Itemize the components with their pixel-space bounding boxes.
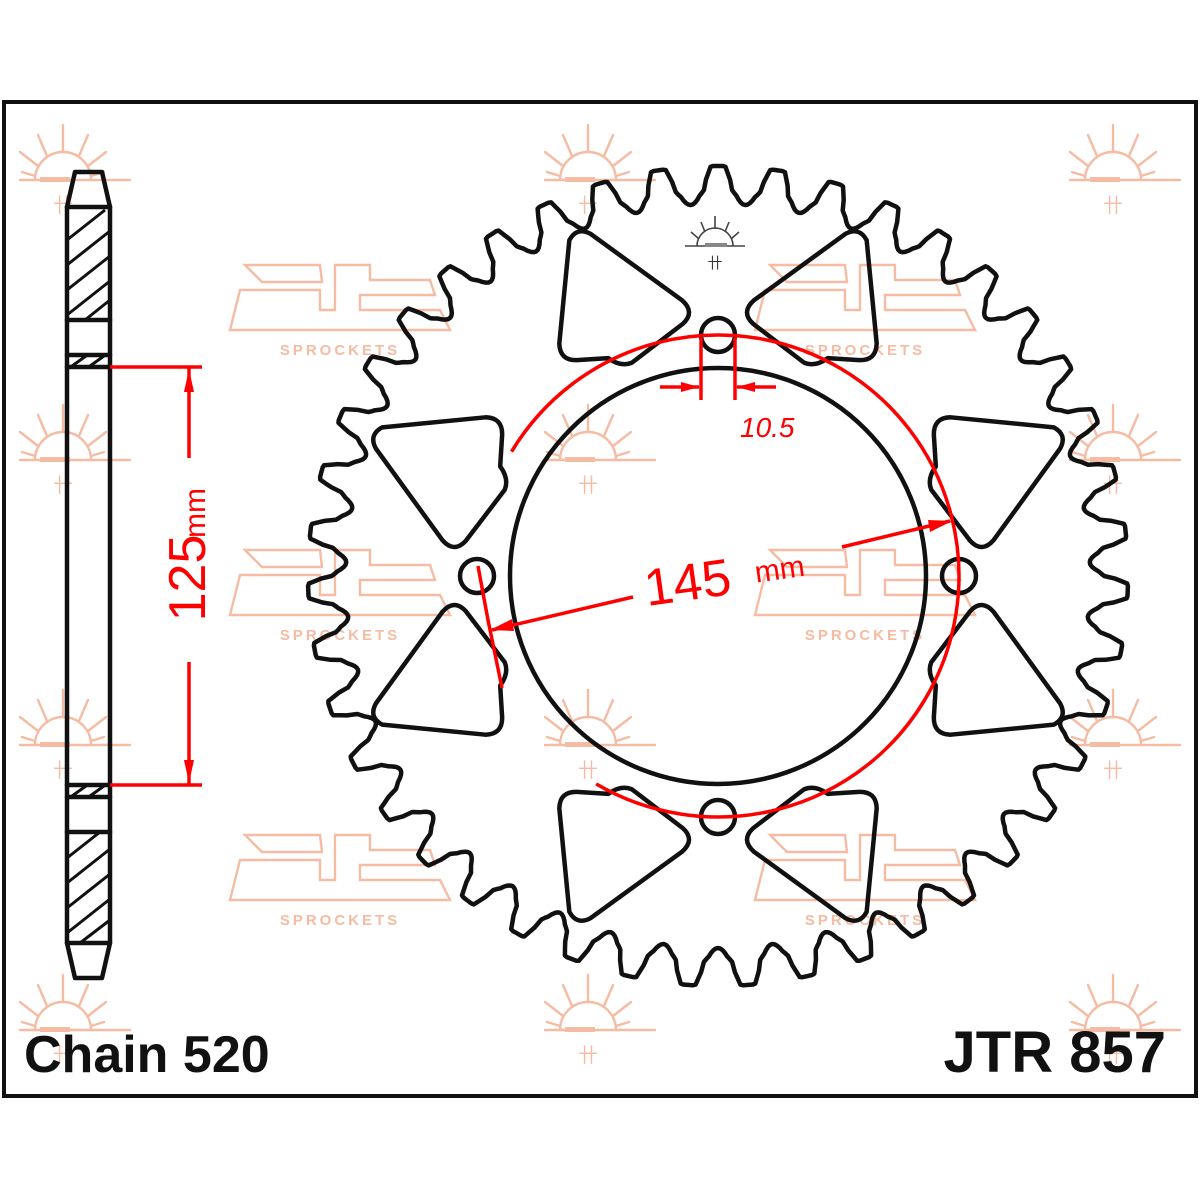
lightening-hole <box>371 415 509 550</box>
svg-text:卄: 卄 <box>53 1043 73 1067</box>
pcd-value: 145 <box>641 548 735 618</box>
lightening-hole <box>927 415 1065 550</box>
pcd-unit: mm <box>753 550 807 590</box>
bore-unit: mm <box>179 488 212 538</box>
side-profile-outline <box>64 169 113 981</box>
watermark-sun-icon: 卄 <box>1068 688 1182 782</box>
watermark-sun-icon: 卄 <box>543 973 657 1067</box>
lightening-hole <box>371 602 509 737</box>
bore-value: 125 <box>159 535 217 622</box>
watermark-sun-icon: 卄 <box>543 403 657 497</box>
svg-text:卄: 卄 <box>578 758 598 782</box>
centre-bore <box>507 365 929 787</box>
bolt-hole <box>457 556 497 596</box>
side-profile <box>64 169 113 981</box>
hatch-bottom <box>66 784 111 945</box>
svg-text:SPROCKETS: SPROCKETS <box>280 627 400 644</box>
svg-text:卄: 卄 <box>1103 193 1123 217</box>
svg-text:卄: 卄 <box>53 758 73 782</box>
bore-dimension: 125 mm <box>110 365 217 787</box>
svg-text:卄: 卄 <box>1103 1043 1123 1067</box>
hatch-top <box>66 208 111 368</box>
watermark-sun-icon: 卄 <box>1068 973 1182 1067</box>
bolt-hole-value: 10.5 <box>740 412 795 443</box>
watermark-sun-icon: 卄 <box>543 688 657 782</box>
watermark-sun-icon: 卄 <box>1068 123 1182 217</box>
lightening-hole <box>744 229 879 367</box>
pcd-dimension: 145 mm <box>476 333 961 819</box>
svg-text:卄: 卄 <box>53 473 73 497</box>
lightening-hole <box>557 785 692 923</box>
svg-text:SPROCKETS: SPROCKETS <box>805 342 925 359</box>
svg-text:SPROCKETS: SPROCKETS <box>805 627 925 644</box>
svg-text:卄: 卄 <box>1103 758 1123 782</box>
lightening-holes <box>371 229 1065 923</box>
sprocket-teeth-outline <box>305 163 1131 988</box>
chain-label: Chain 520 <box>24 1026 270 1084</box>
watermark-brand-logo: SPROCKETS <box>228 263 452 359</box>
jt-center-logo: 卄 <box>685 216 745 272</box>
svg-text:SPROCKETS: SPROCKETS <box>280 342 400 359</box>
svg-text:卄: 卄 <box>578 473 598 497</box>
watermark-brand-logo: SPROCKETS <box>753 548 977 644</box>
watermark-brand-logo: SPROCKETS <box>228 833 452 929</box>
jt-logo-char: 卄 <box>707 254 722 272</box>
lightening-hole <box>557 229 692 367</box>
bolt-hole-dimension: 10.5 <box>660 338 795 443</box>
watermark-brand-logo: SPROCKETS <box>753 263 977 359</box>
watermark-sun-icon: 卄 <box>18 973 132 1067</box>
svg-text:SPROCKETS: SPROCKETS <box>280 912 400 929</box>
lightening-hole <box>744 785 879 923</box>
drawing-frame <box>2 100 1198 1098</box>
part-number: JTR 857 <box>944 1020 1166 1085</box>
svg-text:卄: 卄 <box>578 1043 598 1067</box>
lightening-hole <box>927 602 1065 737</box>
watermark-brand-logo: SPROCKETS <box>228 548 452 644</box>
